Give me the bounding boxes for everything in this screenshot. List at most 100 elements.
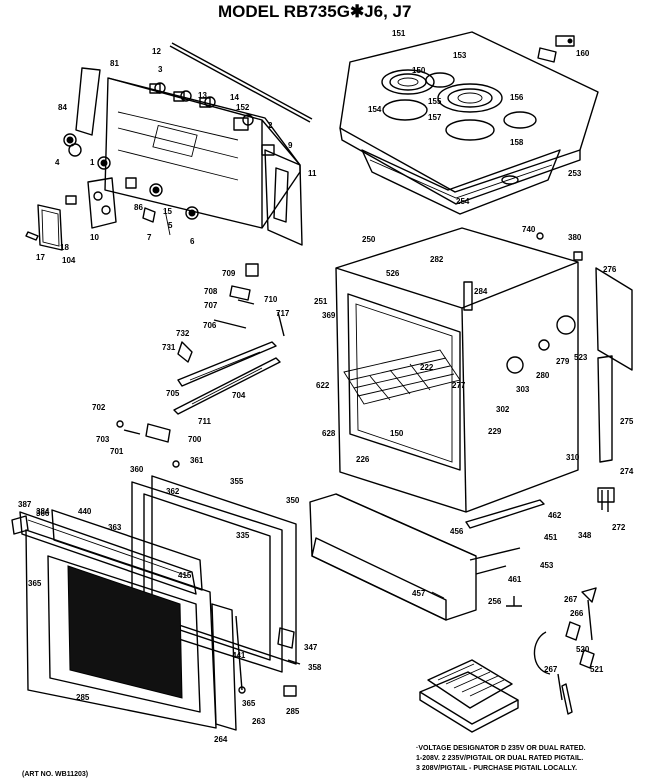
label-384: 384 [36, 507, 50, 516]
label-350: 441 [232, 651, 246, 660]
label-154: 154 [368, 105, 382, 114]
oven-door-assembly [11, 460, 301, 731]
label-708: 708 [204, 287, 218, 296]
note-line-2: 1-208V. 2 235V/PIGTAIL OR DUAL RATED PIG… [416, 755, 583, 762]
label-280: 280 [536, 371, 550, 380]
label-13: 13 [198, 91, 207, 100]
label-263b: 267 [544, 665, 558, 674]
label-348: 348 [578, 531, 592, 540]
label-152: 152 [236, 103, 250, 112]
label-347: 263 [252, 717, 266, 726]
label-453: 453 [540, 561, 554, 570]
label-9: 9 [288, 141, 293, 150]
label-284: 284 [474, 287, 488, 296]
label-151: 151 [392, 29, 406, 38]
drawer-labels: 457 456 462 451 453 461 256 350 [286, 496, 562, 606]
label-222: 222 [420, 363, 434, 372]
label-523: 523 [574, 353, 588, 362]
label-3: 3 [158, 65, 163, 74]
label-706: 706 [203, 321, 217, 330]
label-703: 703 [96, 435, 110, 444]
label-740: 740 [522, 225, 536, 234]
label-711: 711 [198, 417, 211, 426]
label-18: 18 [60, 243, 69, 252]
label-451: 451 [544, 533, 558, 542]
label-104: 104 [62, 256, 76, 265]
label-457: 457 [412, 589, 426, 598]
label-355: 355 [230, 477, 244, 486]
label-707: 707 [204, 301, 218, 310]
art-number: (ART NO. WB11203) [22, 771, 88, 778]
switch-parts [533, 587, 597, 715]
label-155: 155 [428, 97, 442, 106]
label-362: 362 [166, 487, 180, 496]
label-358: 285 [76, 693, 90, 702]
label-254: 254 [456, 197, 470, 206]
label-150b: 150 [390, 429, 404, 438]
label-272: 272 [612, 523, 626, 532]
label-622: 622 [316, 381, 330, 390]
label-303: 303 [516, 385, 530, 394]
label-264: 520 [576, 645, 590, 654]
note-line-3: 3 208V/PIGTAIL - PURCHASE PIGTAIL LOCALL… [416, 765, 577, 772]
door-labels: 360 361 362 355 366 384 440 363 387 365 … [18, 456, 322, 744]
label-704: 704 [232, 391, 246, 400]
label-365b: 264 [214, 735, 228, 744]
label-12: 12 [152, 47, 161, 56]
label-81: 81 [110, 59, 119, 68]
label-302: 302 [496, 405, 510, 414]
oven-body-labels: 740 380 276 250 526 282 284 251 369 277 … [314, 225, 634, 540]
label-456: 456 [450, 527, 464, 536]
label-701: 701 [110, 447, 124, 456]
label-360: 360 [130, 465, 144, 474]
label-702: 702 [92, 403, 106, 412]
label-10: 10 [90, 233, 99, 242]
label-267: 521 [590, 665, 604, 674]
label-160: 160 [576, 49, 590, 58]
door-window [67, 565, 183, 699]
label-717: 717 [276, 309, 290, 318]
cooktop-assembly [339, 31, 599, 215]
label-1: 1 [90, 158, 95, 167]
label-361: 361 [190, 456, 204, 465]
label-4: 4 [55, 158, 60, 167]
label-156: 156 [510, 93, 524, 102]
label-628: 628 [322, 429, 336, 438]
label-14: 14 [230, 93, 239, 102]
cooktop-labels: 151 150 153 160 155 156 154 157 158 253 … [368, 29, 590, 206]
label-441: 365 [242, 699, 256, 708]
label-415: 415 [178, 571, 192, 580]
label-282: 282 [430, 255, 444, 264]
label-229: 229 [488, 427, 502, 436]
switch-labels: 267 266 520 521 267 [544, 595, 604, 674]
label-380: 380 [568, 233, 582, 242]
broiler-pan-assembly [419, 659, 519, 733]
label-277: 277 [452, 381, 466, 390]
control-panel-labels: 12 81 3 13 14 152 2 9 11 84 4 1 10 5 86 … [36, 47, 317, 265]
brackets-labels: 709 708 707 710 706 717 732 731 705 704 … [92, 269, 290, 456]
label-15: 15 [163, 207, 172, 216]
brackets-assembly [116, 263, 285, 443]
label-709: 709 [222, 269, 236, 278]
label-335: 335 [236, 531, 250, 540]
label-366b: 350 [286, 496, 300, 505]
label-84: 84 [58, 103, 67, 112]
label-732: 732 [176, 329, 190, 338]
label-276: 276 [603, 265, 617, 274]
label-150: 150 [412, 66, 426, 75]
label-2: 2 [268, 121, 273, 130]
label-274: 274 [620, 467, 634, 476]
label-7: 7 [147, 233, 152, 242]
label-251: 251 [314, 297, 328, 306]
label-5: 5 [168, 221, 173, 230]
label-6: 6 [190, 237, 195, 246]
label-279: 279 [556, 357, 570, 366]
label-366: 366 [36, 509, 50, 518]
label-17: 17 [36, 253, 45, 262]
label-157: 157 [428, 113, 442, 122]
label-705: 705 [166, 389, 180, 398]
label-387: 387 [18, 500, 32, 509]
label-250: 250 [362, 235, 376, 244]
